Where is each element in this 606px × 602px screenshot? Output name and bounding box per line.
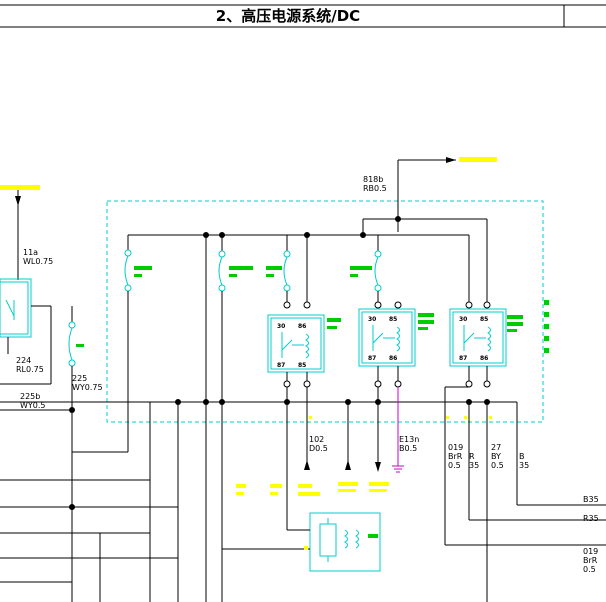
relay-1: 30 86 87 85 xyxy=(267,314,341,373)
svg-text:30: 30 xyxy=(459,316,467,323)
wire-label-E13n: E13n xyxy=(399,435,419,444)
svg-text:30: 30 xyxy=(368,316,376,323)
fuse-2 xyxy=(218,235,253,602)
wire-label-11a: 11a xyxy=(23,248,38,257)
fuse-4 xyxy=(350,235,382,302)
svg-text:87: 87 xyxy=(459,355,467,362)
title-block: 2、高压电源系统/DC xyxy=(0,4,606,28)
feed-818b: 818b RB0.5 xyxy=(363,157,497,232)
ground-E13n: E13n B0.5 xyxy=(392,387,419,473)
svg-text:85: 85 xyxy=(480,316,488,323)
wire-label-225b: 225b xyxy=(20,392,40,401)
fuse-3 xyxy=(266,235,291,302)
wire-label-R-size: 35 xyxy=(469,461,479,470)
module-boundary xyxy=(106,200,544,423)
wire-label-225b-spec: WY0.5 xyxy=(20,401,46,410)
wire-label-27-color: BY xyxy=(491,452,501,461)
fuse-left xyxy=(68,306,84,602)
svg-text:30: 30 xyxy=(277,323,285,330)
wire-label-11a-spec: WL0.75 xyxy=(23,257,53,266)
wire-label-B-size: 35 xyxy=(519,461,529,470)
wire-label-E13n-spec: B0.5 xyxy=(399,444,417,453)
svg-text:86: 86 xyxy=(480,355,488,362)
wire-label-R: R xyxy=(469,452,475,461)
wire-label-B: B xyxy=(519,452,525,461)
module-side-label xyxy=(544,300,549,353)
wire-label-27-size: 0.5 xyxy=(491,461,504,470)
left-feed-11a: 11a WL0.75 xyxy=(0,185,53,280)
wire-label-818b: 818b xyxy=(363,175,383,184)
wire-label-224: 224 xyxy=(16,356,31,365)
wire-label-019-size: 0.5 xyxy=(448,461,461,470)
actuator-component xyxy=(222,512,381,572)
wire-label-019-color: BrR xyxy=(448,452,463,461)
wire-label-R35: R35 xyxy=(583,514,599,523)
svg-text:85: 85 xyxy=(389,316,397,323)
svg-text:86: 86 xyxy=(298,323,306,330)
left-relay xyxy=(0,278,52,384)
relay-2: 30 85 87 86 xyxy=(358,308,434,367)
wire-label-019b: 019 xyxy=(583,547,598,556)
relay-3: 30 85 87 86 xyxy=(449,308,523,367)
page-title: 2、高压电源系统/DC xyxy=(216,7,360,25)
svg-text:87: 87 xyxy=(277,362,285,369)
wire-label-225: 225 xyxy=(72,374,87,383)
wire-label-102: 102 xyxy=(309,435,324,444)
svg-text:85: 85 xyxy=(298,362,306,369)
wire-label-B35: B35 xyxy=(583,495,599,504)
svg-text:87: 87 xyxy=(368,355,376,362)
wire-label-019b-size: 0.5 xyxy=(583,565,596,574)
wire-label-019: 019 xyxy=(448,443,463,452)
fuse-1 xyxy=(124,235,152,452)
wire-label-019b-color: BrR xyxy=(583,556,598,565)
wire-label-818b-spec: RB0.5 xyxy=(363,184,387,193)
wire-label-102-spec: D0.5 xyxy=(309,444,328,453)
svg-text:86: 86 xyxy=(389,355,397,362)
wire-label-225-spec: WY0.75 xyxy=(72,383,103,392)
wire-label-27: 27 xyxy=(491,443,501,452)
wire-label-224-spec: RL0.75 xyxy=(16,365,44,374)
